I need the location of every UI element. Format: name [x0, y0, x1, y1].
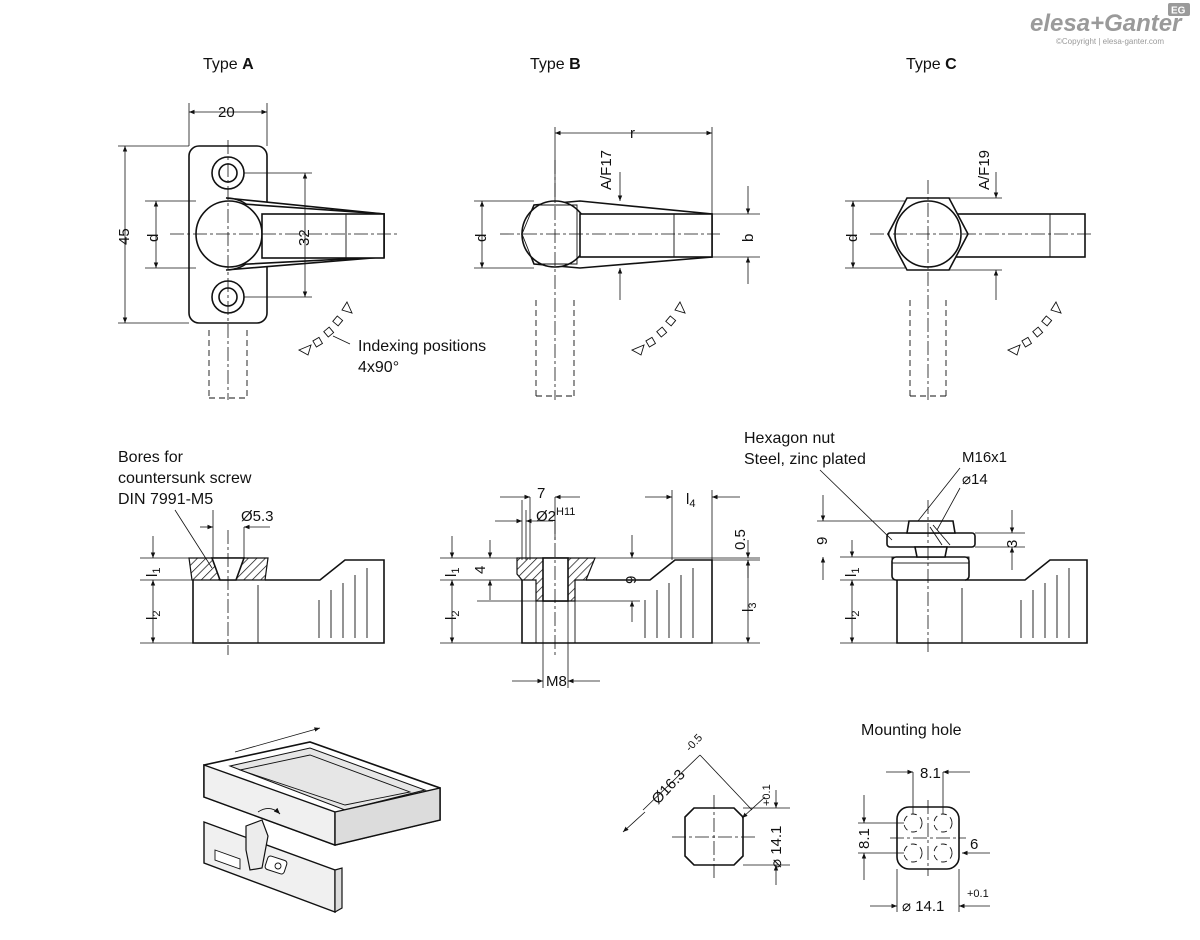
- svg-text:l3: l3: [740, 603, 759, 612]
- dim-l2-a-sub: 2: [151, 611, 163, 617]
- indexing-arrows-b: [630, 301, 686, 356]
- logo-text: elesa+Ganter: [1030, 10, 1183, 37]
- dim-6: 6: [970, 836, 978, 853]
- dim-l1-a-sub: 1: [151, 568, 163, 574]
- dim-9-c: 9: [814, 537, 831, 545]
- dim-m16: M16x1: [962, 449, 1007, 466]
- dim-d-a: d: [145, 234, 162, 242]
- dim-d-b: d: [473, 234, 490, 242]
- dim-d141-h: ⌀ 14.1: [902, 898, 944, 915]
- dim-l2-a: l: [144, 617, 161, 620]
- dim-r: r: [630, 125, 635, 142]
- svg-text:l1: l1: [843, 568, 862, 577]
- dim-m8: M8: [546, 673, 567, 690]
- octagon-detail: Ø16.3 -0.5 ⌀ 14.1 +0.1: [622, 732, 790, 885]
- latch-handle: [245, 819, 269, 871]
- dim-l1-b: l: [443, 574, 460, 577]
- mounting-hole-detail: Mounting hole 8.1 8.1 6 ⌀ 14.1 +0.1: [856, 722, 990, 915]
- logo-badge-box: [1168, 3, 1190, 16]
- dim-l2-b: l: [443, 617, 460, 620]
- type-c-side-view: 9 l1 l2 3 Hexagon nut Steel, zinc plated…: [744, 430, 1088, 655]
- type-b-top-view: r A/F17 d b: [473, 125, 760, 400]
- dim-d141-v: ⌀ 14.1: [768, 826, 785, 868]
- note-bores-2: countersunk screw: [118, 470, 252, 487]
- dim-l1-b-sub: 1: [450, 568, 462, 574]
- logo-badge: EG: [1171, 6, 1186, 17]
- svg-text:Type B: Type B: [530, 56, 581, 73]
- dim-20: 20: [218, 104, 235, 121]
- drawer-illustration: [203, 727, 441, 914]
- type-c-letter: C: [945, 56, 957, 73]
- dim-l3: l: [740, 609, 757, 612]
- type-b-prefix: Type: [530, 56, 565, 73]
- dim-h11: H11: [556, 506, 575, 518]
- note-hex-1: Hexagon nut: [744, 430, 835, 447]
- svg-text:l4: l4: [686, 491, 695, 510]
- dim-l4: l: [686, 491, 689, 508]
- note-mounting-hole: Mounting hole: [861, 722, 962, 739]
- dim-plus01-h: +0.1: [967, 888, 989, 900]
- dim-l2-c: l: [843, 617, 860, 620]
- type-b-heading: Type B: [530, 56, 581, 73]
- svg-text:l2: l2: [144, 611, 163, 620]
- svg-text:Ø2H11: Ø2H11: [536, 506, 575, 525]
- dim-l1-c: l: [843, 574, 860, 577]
- dim-7: 7: [537, 485, 545, 502]
- note-indexing-2: 4x90°: [358, 359, 399, 376]
- svg-text:l2: l2: [443, 611, 462, 620]
- dim-af19: A/F19: [976, 150, 993, 190]
- dim-b: b: [740, 234, 757, 242]
- type-a-side-view: l1 l2 Ø5.3 Bores for countersunk screw D…: [118, 449, 385, 655]
- dim-d2: Ø2: [536, 508, 556, 525]
- dim-l1-c-sub: 1: [850, 568, 862, 574]
- type-b-side-view: 7 Ø2H11 l4 0.5 l3 9 l1 l2: [440, 485, 760, 690]
- dim-plus01-v: +0.1: [761, 784, 773, 806]
- svg-text:Type C: Type C: [906, 56, 957, 73]
- type-b-letter: B: [569, 56, 581, 73]
- indexing-arrows-c: [1006, 301, 1062, 356]
- dim-8-1-h: 8.1: [920, 765, 941, 782]
- dim-d-c: d: [844, 234, 861, 242]
- dim-9-b: 9: [623, 576, 640, 584]
- dim-af17: A/F17: [598, 150, 615, 190]
- type-c-top-view: A/F19 d: [844, 150, 1092, 400]
- svg-text:Type A: Type A: [203, 56, 254, 73]
- brand-logo: elesa+Ganter EG ©Copyright | elesa-gante…: [1030, 3, 1190, 46]
- dim-32: 32: [296, 229, 313, 246]
- indexing-arrows-a: [297, 301, 353, 356]
- dim-3: 3: [1004, 540, 1021, 548]
- dim-l3-sub: 3: [747, 603, 759, 609]
- dim-l2-b-sub: 2: [450, 611, 462, 617]
- type-c-hex-nut: [886, 532, 976, 548]
- note-hex-2: Steel, zinc plated: [744, 451, 866, 468]
- note-indexing-1: Indexing positions: [358, 338, 486, 355]
- note-bores-3: DIN 7991-M5: [118, 491, 213, 508]
- note-bores-1: Bores for: [118, 449, 184, 466]
- svg-text:l1: l1: [144, 568, 163, 577]
- dim-8-1-v: 8.1: [856, 828, 873, 849]
- type-a-top-view: 20 45 d 32 Indexing positions 4x90°: [116, 103, 486, 400]
- dim-d14: ⌀14: [962, 471, 988, 488]
- type-c-heading: Type C: [906, 56, 957, 73]
- logo-copyright: ©Copyright | elesa-ganter.com: [1056, 37, 1164, 46]
- type-c-prefix: Type: [906, 56, 941, 73]
- dim-d53: Ø5.3: [241, 508, 274, 525]
- dim-minus05: -0.5: [683, 732, 705, 754]
- svg-text:l1: l1: [443, 568, 462, 577]
- dim-l4-sub: 4: [689, 498, 695, 510]
- svg-text:l2: l2: [843, 611, 862, 620]
- dim-d163: Ø16.3: [648, 766, 688, 807]
- dim-4: 4: [472, 566, 489, 574]
- dim-l2-c-sub: 2: [850, 611, 862, 617]
- type-a-letter: A: [242, 56, 254, 73]
- type-a-prefix: Type: [203, 56, 238, 73]
- type-a-heading: Type A: [203, 56, 254, 73]
- dim-l1-a: l: [144, 574, 161, 577]
- dim-0-5: 0.5: [732, 529, 749, 550]
- dim-45: 45: [116, 228, 133, 245]
